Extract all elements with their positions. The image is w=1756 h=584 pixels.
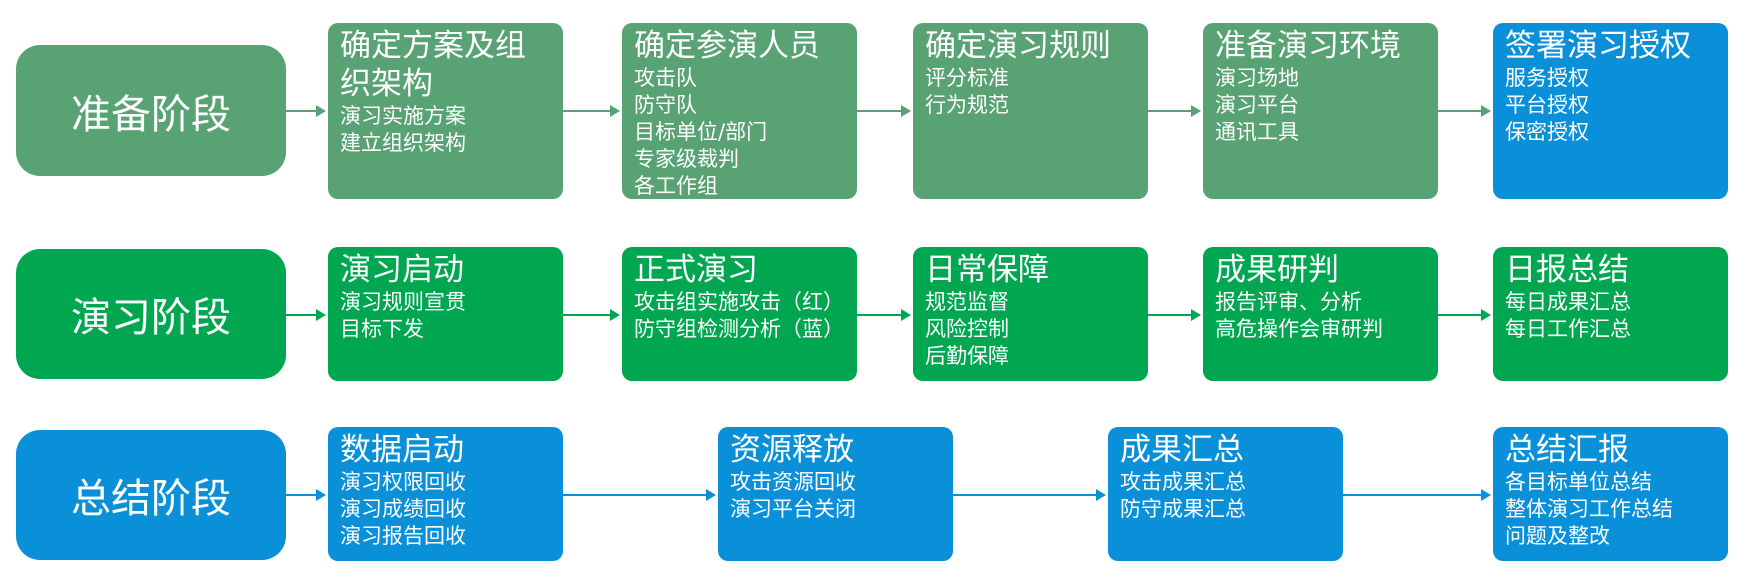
- step-item: 报告评审、分析: [1215, 290, 1362, 314]
- step-box: 准备演习环境演习场地演习平台通讯工具: [1203, 23, 1438, 199]
- step-title: 成果汇总: [1120, 432, 1244, 468]
- step-item: 演习报告回收: [340, 524, 466, 548]
- step-item: 后勤保障: [925, 344, 1009, 368]
- step-item: 保密授权: [1505, 120, 1589, 144]
- step-box: 日报总结每日成果汇总每日工作汇总: [1493, 247, 1728, 381]
- step-item: 攻击资源回收: [730, 470, 856, 494]
- step-box: 确定参演人员攻击队防守队目标单位/部门专家级裁判各工作组: [622, 23, 857, 199]
- step-box: 资源释放攻击资源回收演习平台关闭: [718, 427, 953, 561]
- step-item: 目标单位/部门: [634, 120, 768, 144]
- step-item: 各工作组: [634, 174, 718, 198]
- step-title: 资源释放: [730, 432, 854, 468]
- arrow-connector: [1343, 489, 1491, 501]
- step-item: 通讯工具: [1215, 120, 1299, 144]
- phase-label: 演习阶段: [71, 295, 231, 341]
- phase-label: 准备阶段: [71, 91, 231, 138]
- arrow-connector: [563, 309, 620, 321]
- arrow-connector: [857, 105, 911, 117]
- step-item: 演习权限回收: [340, 470, 466, 494]
- arrow-connector: [857, 309, 911, 321]
- arrow-connector: [563, 489, 716, 501]
- step-item: 演习平台关闭: [730, 497, 856, 521]
- step-title: 签署演习授权: [1505, 28, 1691, 64]
- step-box: 日常保障规范监督风险控制后勤保障: [913, 247, 1148, 381]
- step-title: 总结汇报: [1505, 432, 1629, 468]
- step-title: 确定方案及组织架构: [340, 28, 526, 102]
- step-title: 日常保障: [925, 252, 1049, 288]
- step-item: 目标下发: [340, 317, 424, 341]
- step-box: 数据启动演习权限回收演习成绩回收演习报告回收: [328, 427, 563, 561]
- arrow-connector: [286, 309, 326, 321]
- phase-label: 总结阶段: [71, 476, 231, 522]
- step-title: 准备演习环境: [1215, 28, 1401, 64]
- arrow-connector: [1148, 105, 1201, 117]
- step-item: 攻击组实施攻击（红）: [634, 290, 844, 314]
- step-title: 正式演习: [634, 252, 758, 288]
- step-item: 防守成果汇总: [1120, 497, 1246, 521]
- step-title: 确定参演人员: [634, 28, 820, 64]
- step-item: 攻击成果汇总: [1120, 470, 1246, 494]
- step-box: 正式演习攻击组实施攻击（红） 防守组检测分析（蓝）: [622, 247, 857, 381]
- phase-box: 准备阶段: [16, 45, 286, 176]
- step-item: 专家级裁判: [634, 147, 739, 171]
- step-box: 确定演习规则评分标准行为规范: [913, 23, 1148, 199]
- step-item: 攻击队: [634, 66, 697, 90]
- step-item: 平台授权: [1505, 93, 1589, 117]
- step-item: 高危操作会审研判: [1215, 317, 1383, 341]
- step-item: 服务授权: [1505, 66, 1589, 90]
- arrow-connector: [1438, 309, 1491, 321]
- step-item: 问题及整改: [1505, 524, 1610, 548]
- step-item: 行为规范: [925, 93, 1009, 117]
- step-box: 演习启动演习规则宣贯目标下发: [328, 247, 563, 381]
- arrow-connector: [1438, 105, 1491, 117]
- step-item: 每日工作汇总: [1505, 317, 1631, 341]
- arrow-connector: [286, 105, 326, 117]
- step-item: 演习实施方案: [340, 104, 466, 128]
- step-item: 建立组织架构: [340, 131, 466, 155]
- step-item: 演习规则宣贯: [340, 290, 466, 314]
- phase-box: 总结阶段: [16, 430, 286, 560]
- step-item: 评分标准: [925, 66, 1009, 90]
- step-item: 每日成果汇总: [1505, 290, 1631, 314]
- arrow-connector: [953, 489, 1106, 501]
- step-title: 数据启动: [340, 432, 464, 468]
- step-title: 成果研判: [1215, 252, 1339, 288]
- step-item: 各目标单位总结: [1505, 470, 1652, 494]
- step-title: 演习启动: [340, 252, 464, 288]
- phase-box: 演习阶段: [16, 249, 286, 379]
- arrow-connector: [1148, 309, 1201, 321]
- step-box: 总结汇报各目标单位总结整体演习工作总结问题及整改: [1493, 427, 1728, 561]
- step-box: 成果研判报告评审、分析高危操作会审研判: [1203, 247, 1438, 381]
- arrow-connector: [563, 105, 620, 117]
- step-item: 演习场地: [1215, 66, 1299, 90]
- step-item: 演习成绩回收: [340, 497, 466, 521]
- step-item: 防守队: [634, 93, 697, 117]
- step-title: 确定演习规则: [925, 28, 1111, 64]
- arrow-connector: [286, 489, 326, 501]
- step-item: 演习平台: [1215, 93, 1299, 117]
- step-box: 签署演习授权服务授权平台授权保密授权: [1493, 23, 1728, 199]
- step-box: 确定方案及组织架构演习实施方案建立组织架构: [328, 23, 563, 199]
- step-item: 整体演习工作总结: [1505, 497, 1673, 521]
- step-item: 规范监督: [925, 290, 1009, 314]
- step-item: 防守组检测分析（蓝）: [634, 317, 844, 341]
- step-title: 日报总结: [1505, 252, 1629, 288]
- step-item: 风险控制: [925, 317, 1009, 341]
- step-box: 成果汇总攻击成果汇总防守成果汇总: [1108, 427, 1343, 561]
